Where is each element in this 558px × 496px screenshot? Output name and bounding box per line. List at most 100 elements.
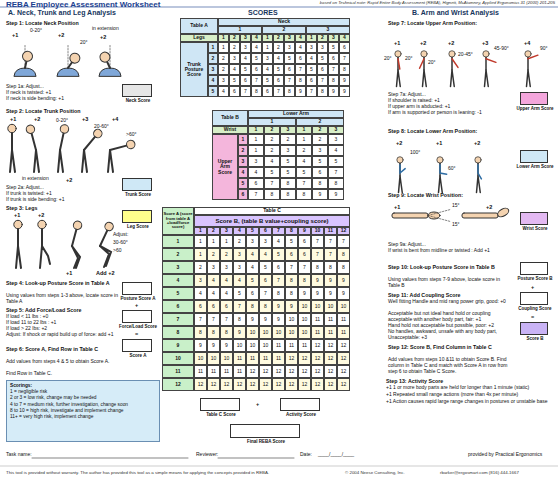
table-cell: 12 [324, 365, 337, 378]
table-cell: 4 [208, 75, 218, 86]
table-cell: 10 [311, 227, 324, 235]
table-cell: 2 [220, 248, 233, 261]
table-cell: 8 [317, 86, 328, 97]
table-cell: 5 [259, 261, 272, 274]
table-cell: 9 [328, 86, 339, 97]
table-cell: 1 [248, 145, 264, 156]
table-cell: 4 [295, 34, 306, 42]
box-label: Neck Score [111, 99, 165, 104]
box-label: Trunk Score [111, 193, 165, 198]
table-cell: 10 [298, 300, 311, 313]
table-cell: 5 [284, 53, 295, 64]
score-box: Table C Score [200, 398, 240, 411]
table-cell: 8 [298, 274, 311, 287]
table-cell: 1 [262, 42, 273, 53]
table-cell: 11 [285, 339, 298, 352]
table-cell: 6 [262, 86, 273, 97]
table-cell: 8 [312, 178, 328, 189]
label-text: >60 [113, 248, 121, 254]
table-cell: 6 [328, 53, 339, 64]
label-text: Find Row in Table C. [6, 371, 52, 377]
table-cell: 5 [306, 64, 317, 75]
score-box: Activity Score [280, 398, 320, 411]
label-text: This tool is provided without warranty. … [6, 470, 341, 475]
table-cell: 11 [272, 352, 285, 365]
table-cell: 7 [317, 75, 328, 86]
box-label: Wrist Score [508, 227, 558, 232]
table-cell: Score A (score from table A +load/force … [162, 207, 194, 235]
table-cell: 9 [272, 313, 285, 326]
table-cell: 12 [259, 365, 272, 378]
table-cell: 10 [259, 326, 272, 339]
table-cell: 8 [328, 75, 339, 86]
label-text: 0-20° [30, 28, 42, 34]
table-cell: 2 [233, 235, 246, 248]
table-cell: 3 [284, 34, 295, 42]
table-cell: 1 [238, 134, 248, 145]
box-label: Activity Score [271, 413, 331, 418]
table-cell: 11 [324, 313, 337, 326]
label-text: 100° [410, 150, 420, 156]
label-text: 60° [448, 166, 456, 172]
table-cell: 7 [311, 235, 324, 248]
label-text: Step 13: Activity Score [386, 378, 443, 384]
table-cell: 2 [280, 134, 296, 145]
table-cell: 9 [233, 326, 246, 339]
label-text: +3 [482, 40, 488, 46]
table-cell: 12 [194, 378, 207, 391]
label-text: 30-60° [113, 240, 128, 246]
label-text: Step 6: Score A, Find Row in Table C [6, 346, 118, 352]
table-cell: 3 [284, 42, 295, 53]
table-cell: 2 [218, 53, 229, 64]
table-cell: 8 [337, 248, 350, 261]
label-text: +2 [58, 32, 64, 38]
table-cell: 5 [272, 248, 285, 261]
box-label: Lower Arm Score [508, 165, 558, 170]
table-cell: 9 [298, 287, 311, 300]
table-cell: Legs [180, 34, 218, 42]
label-text: B. Arm and Wrist Analysis [412, 9, 499, 17]
table-cell: 12 [246, 365, 259, 378]
table-cell: 1 [306, 34, 317, 42]
table-cell: 3 [317, 42, 328, 53]
score-box: Neck Score [122, 84, 152, 97]
table-cell: 12 [311, 378, 324, 391]
label-text: 45-90° [494, 46, 509, 52]
table-cell: 1 [248, 118, 296, 126]
label-text: If neck is twisted: +1 [6, 90, 51, 96]
table-cell: 6 [298, 248, 311, 261]
table-cell: 5 [264, 167, 280, 178]
label-text: Hand hold not acceptable but possible, p… [388, 323, 494, 329]
box-label: Score A [111, 354, 165, 359]
table-cell: 1 [194, 248, 207, 261]
label-text: +4 [112, 116, 118, 122]
score-box: Force/Load Score [122, 310, 152, 323]
table-cell: 12 [285, 378, 298, 391]
table-cell: 2 [296, 145, 312, 156]
table-cell: 12 [298, 378, 311, 391]
table-cell: 8 [280, 189, 296, 200]
scoring-line: 2 or 3 = low risk, change may be needed [10, 395, 156, 401]
label-text: Step 10: Look-up Posture Score in Table … [388, 264, 512, 270]
table-cell: 12 [337, 365, 350, 378]
table-cell: 7 [162, 313, 194, 326]
label-text: 0-20° [56, 118, 68, 124]
table-cell: 12 [337, 339, 350, 352]
table-cell: 5 [285, 235, 298, 248]
table-cell: 8 [259, 300, 272, 313]
score-box: Score A [122, 339, 152, 352]
score-box: Score B [520, 322, 548, 335]
table-cell: 4 [233, 274, 246, 287]
table-cell: 6 [207, 300, 220, 313]
table-cell: 7 [194, 313, 207, 326]
label-text: rbarker@ergosmart.com (816) 444-1667 [440, 470, 519, 475]
label-text: +1 1 or more body parts are held for lon… [386, 385, 556, 391]
label-text: Acceptable but not ideal hand hold or co… [388, 311, 491, 317]
box-label: Score B [508, 337, 558, 342]
table-cell: 2 [264, 134, 280, 145]
table-cell: Table B [212, 110, 248, 126]
table-cell: Score B, (table B value+coupling score) [194, 215, 350, 227]
table-cell: 9 [295, 86, 306, 97]
table-cell: 4 [273, 53, 284, 64]
table-cell: 4 [251, 34, 262, 42]
